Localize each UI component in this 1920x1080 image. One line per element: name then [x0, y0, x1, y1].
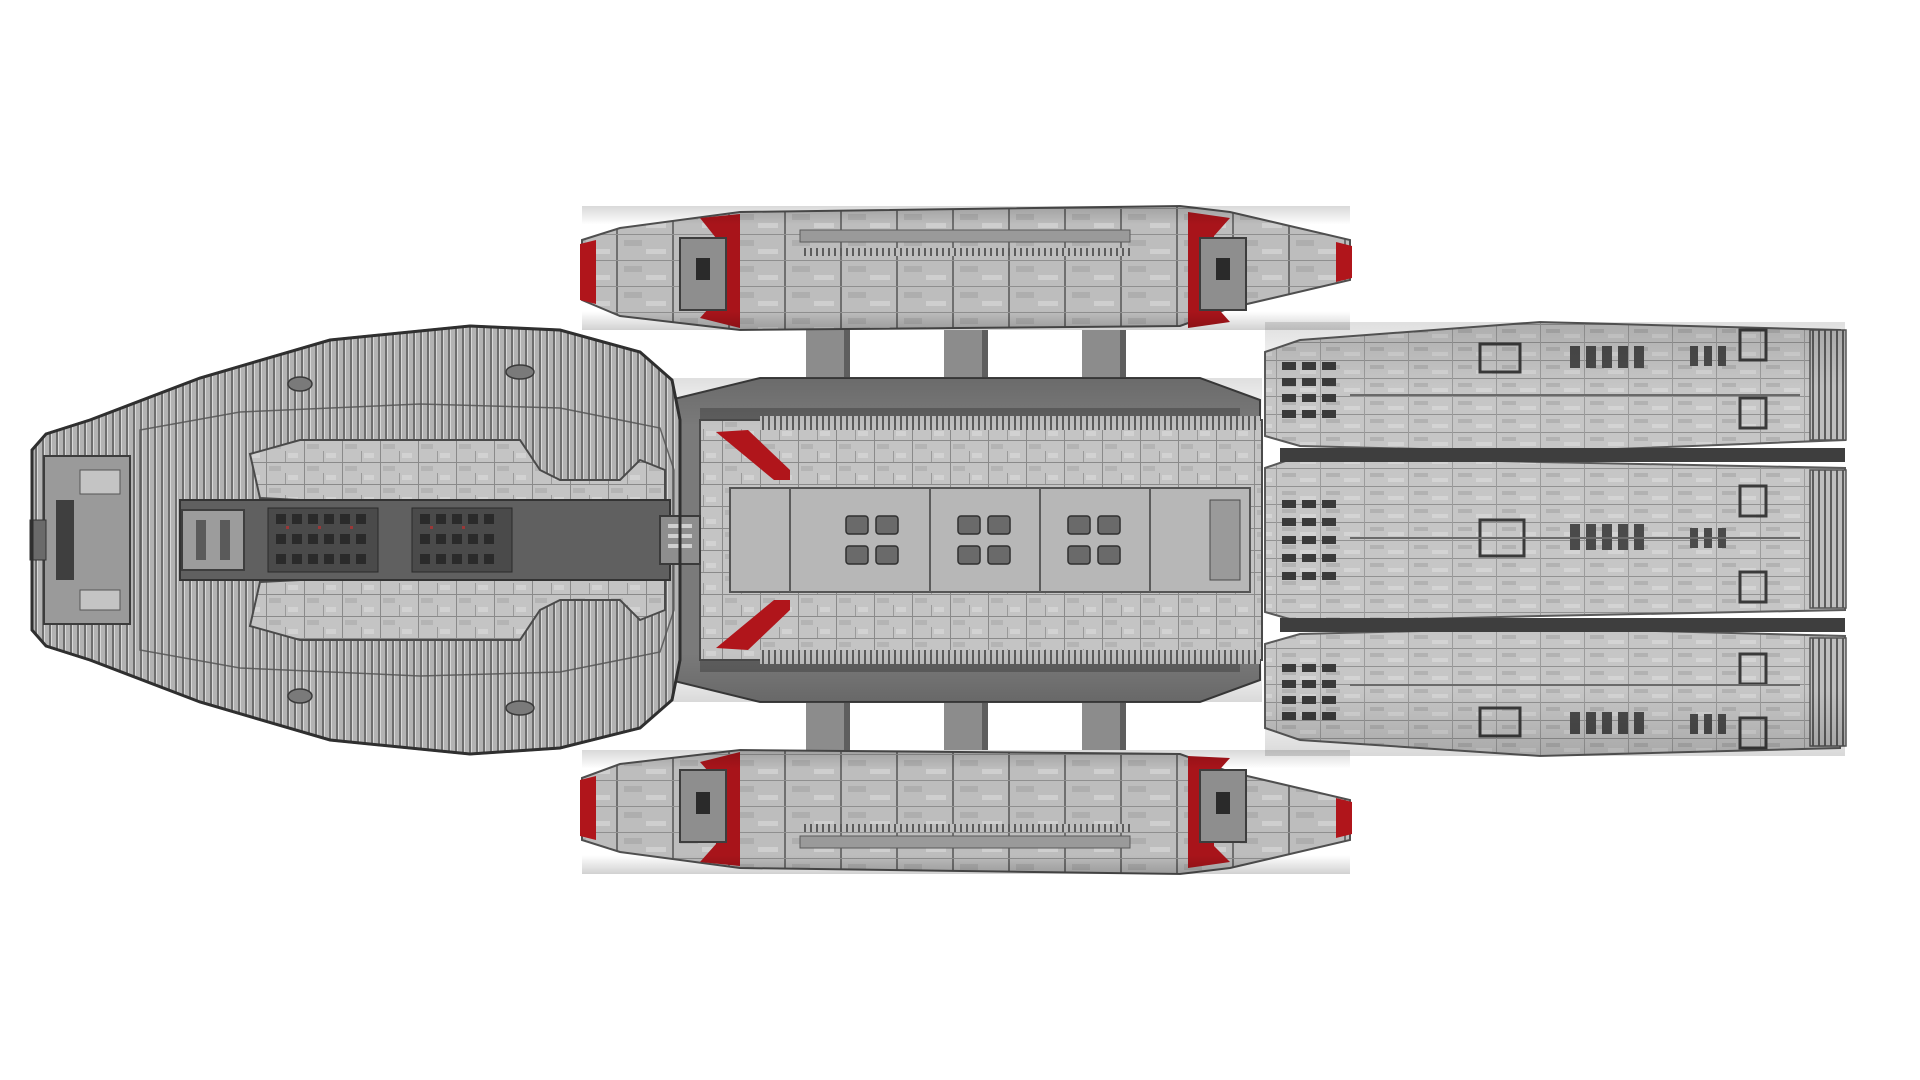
- engine-section: [1264, 320, 1847, 758]
- flight-pod-bottom: [580, 748, 1352, 876]
- forward-hull: [29, 324, 701, 756]
- flight-pod-top: [580, 204, 1352, 332]
- mid-hull: [669, 377, 1263, 703]
- spine-grille: [267, 507, 513, 573]
